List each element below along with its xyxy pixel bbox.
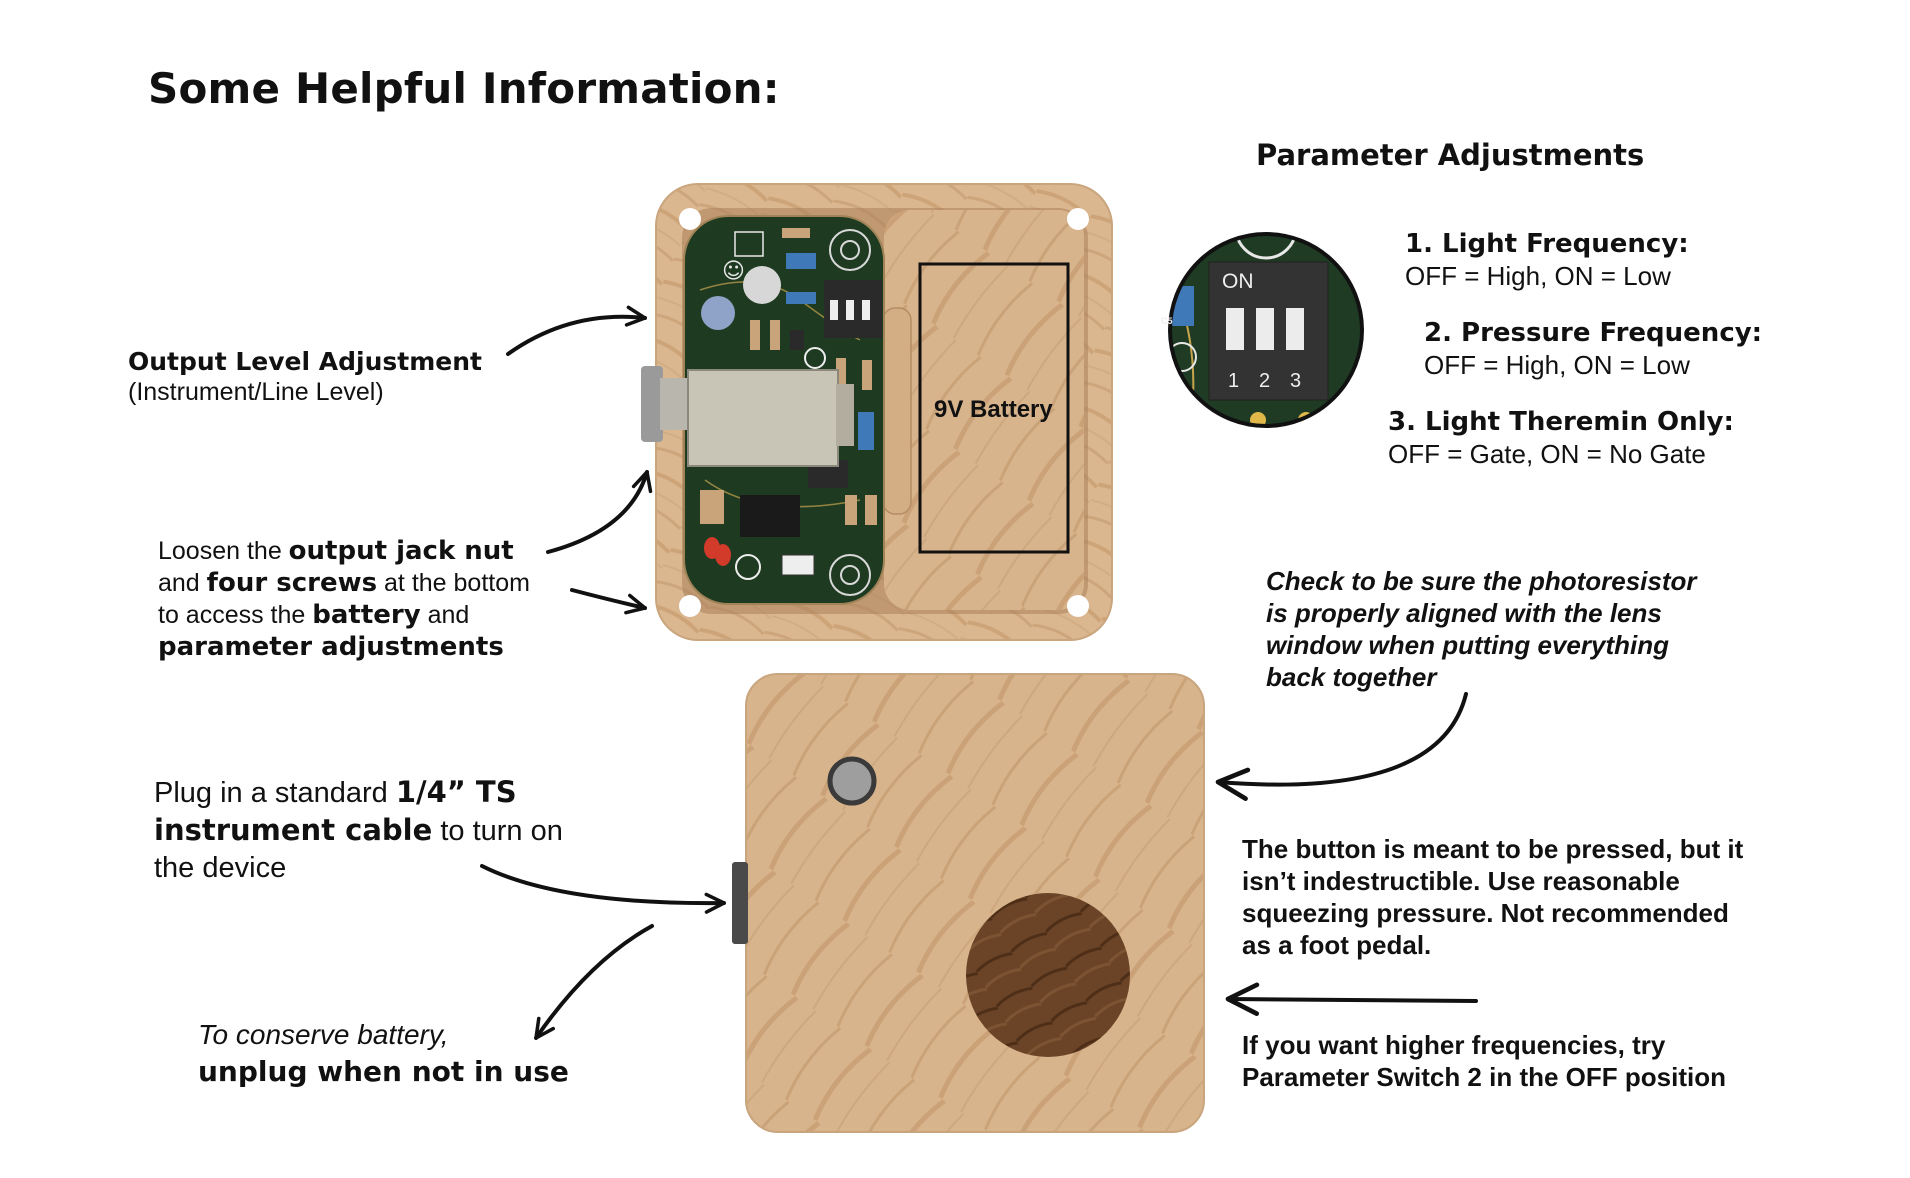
note-line: Parameter Switch 2 in the OFF position [1242,1062,1726,1092]
plug-emph: 1/4” TS [395,775,517,809]
input-jack [732,862,748,944]
conserve-note: To conserve battery, unplug when not in … [198,1016,569,1090]
closed-enclosure [732,673,1205,1133]
note-line: as a foot pedal. [1242,930,1432,960]
loosen-emph: output jack nut [288,536,514,566]
screw-hole [1067,595,1089,617]
battery-label: 9V Battery [934,396,1053,423]
param-title: 2. Pressure Frequency: [1424,318,1763,348]
loosen-emph: four screws [206,568,378,598]
param-title: 3. Light Theremin Only: [1388,407,1734,437]
plug-note: Plug in a standard 1/4” TS instrument ca… [154,774,563,887]
output-level-heading: Output Level Adjustment [128,347,482,376]
note-line: window when putting everything [1266,630,1669,660]
loosen-emph: parameter adjustments [158,632,504,662]
capacitor [743,266,781,304]
annotation-arrows [480,305,1478,1040]
pressure-button [966,893,1130,1057]
param-item-1: 1. Light Frequency: OFF = High, ON = Low [1405,228,1689,292]
arrow-photoresistor [1215,692,1468,802]
pcb-marking: C5 [1161,316,1173,326]
photoresistor-note: Check to be sure the photoresistor is pr… [1266,565,1697,693]
plug-text: to turn on [432,815,563,847]
note-line: back together [1266,662,1437,692]
screw-hole [679,595,701,617]
screw-hole [679,208,701,230]
loosen-note: Loosen the output jack nut and four scre… [158,535,530,663]
output-jack [641,366,854,467]
button-note: The button is meant to be pressed, but i… [1242,833,1743,961]
parameters-heading: Parameter Adjustments [1256,138,1645,172]
note-line: Check to be sure the photoresistor [1266,566,1697,596]
note-line: The button is meant to be pressed, but i… [1242,834,1744,864]
param-title: 1. Light Frequency: [1405,229,1689,259]
circuit-board: ☺ [683,215,885,605]
param-item-2: 2. Pressure Frequency: OFF = High, ON = … [1424,317,1762,381]
output-level-sub: (Instrument/Line Level) [128,378,384,406]
loosen-emph: battery [312,600,421,630]
battery-outline [918,262,1070,554]
loosen-text: and [158,569,207,597]
param-desc: OFF = Gate, ON = No Gate [1388,439,1706,469]
dip-number-3: 3 [1290,370,1302,392]
loosen-text: at the bottom [377,569,530,597]
note-line: is properly aligned with the lens [1266,598,1662,628]
loosen-text: and [420,601,470,629]
note-line: squeezing pressure. Not recommended [1242,898,1729,928]
note-line: If you want higher frequencies, try [1242,1030,1666,1060]
dip-switch-inset [1168,232,1364,428]
dip-number-1: 1 [1228,370,1240,392]
arrow-plug [480,864,726,914]
frequency-note: If you want higher frequencies, try Para… [1242,1029,1726,1093]
arrow-output-level [506,305,647,356]
output-level-note: Output Level Adjustment (Instrument/Line… [128,347,482,407]
page-title: Some Helpful Information: [148,64,780,113]
photoresistor-lens [827,756,877,806]
param-item-3: 3. Light Theremin Only: OFF = Gate, ON =… [1388,406,1734,470]
arrow-conserve [534,924,654,1040]
conserve-line-1: To conserve battery, [198,1019,449,1050]
smiley-icon: ☺ [722,259,745,284]
loosen-text: Loosen the [158,537,289,565]
loosen-text: to access the [158,601,313,629]
plug-emph: instrument cable [154,813,433,847]
plug-text: Plug in a standard [154,777,396,809]
conserve-line-2: unplug when not in use [198,1055,569,1088]
dip-on-label: ON [1222,270,1254,293]
dip-number-2: 2 [1259,370,1271,392]
arrow-jack-nut [546,470,653,554]
note-line: isn’t indestructible. Use reasonable [1242,866,1680,896]
plug-text: the device [154,852,287,884]
param-desc: OFF = High, ON = Low [1424,350,1690,380]
param-desc: OFF = High, ON = Low [1405,261,1671,291]
arrow-screws [570,588,647,615]
arrow-button [1225,982,1478,1016]
screw-hole [1067,208,1089,230]
capacitor [701,296,735,330]
